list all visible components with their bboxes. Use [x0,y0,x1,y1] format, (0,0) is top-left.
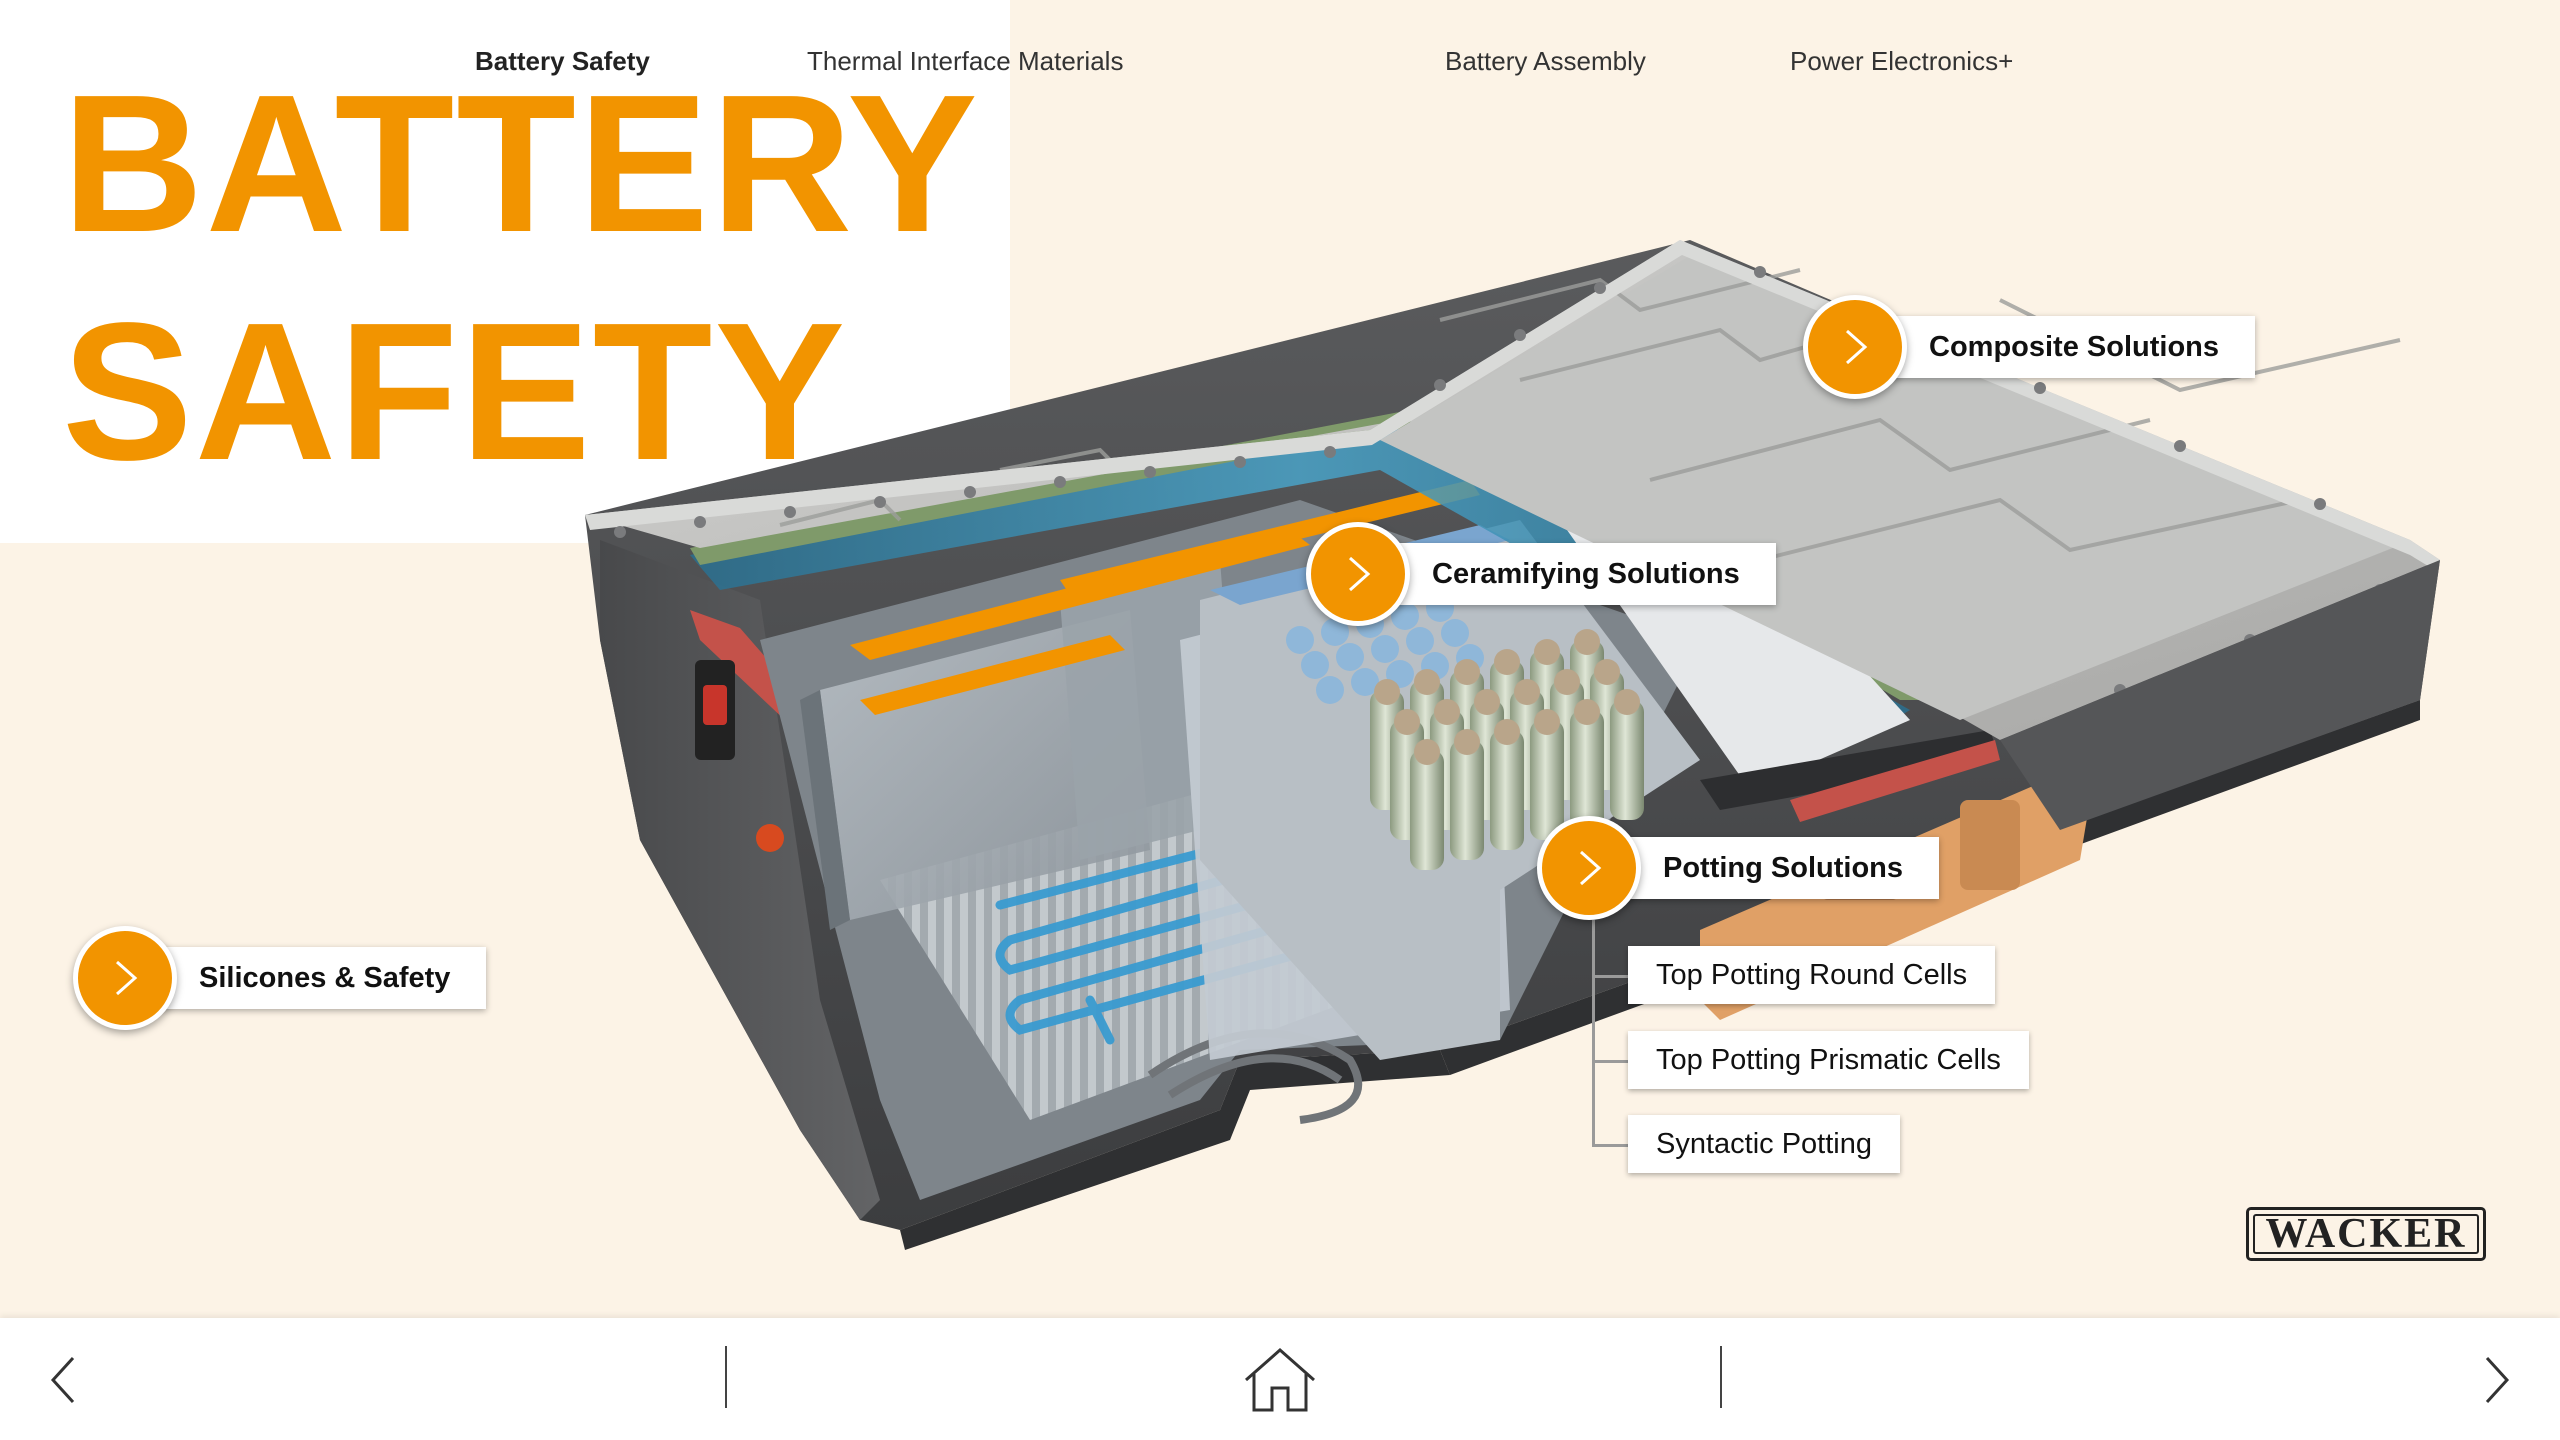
chevron-right-icon[interactable] [1306,522,1410,626]
composite-solutions-hotspot[interactable]: Composite Solutions [1803,295,2255,399]
coolant-pipes [1147,1029,1363,1124]
chevron-right-icon[interactable] [1537,816,1641,920]
title-line-2: SAFETY [62,282,848,501]
nav-prev-button[interactable] [38,1352,88,1408]
battery-pack-illustration [585,240,2440,1250]
submenu-tree-branch [1592,1144,1628,1147]
nav-battery-safety[interactable]: Battery Safety [475,46,650,76]
round-cells-block [1200,520,1700,1060]
nav-divider [725,1346,727,1408]
potting-solutions-label[interactable]: Potting Solutions [1613,837,1940,899]
nav-divider [1720,1346,1722,1408]
silicones-safety-hotspot[interactable]: Silicones & Safety [73,926,487,1030]
submenu-tree-branch [1592,975,1628,978]
chevron-right-icon[interactable] [73,926,177,1030]
bottom-navigation [0,1318,2560,1440]
submenu-tree-line [1592,920,1595,1146]
submenu-syntactic-potting[interactable]: Syntactic Potting [1628,1115,1900,1173]
page-title: BATTERY SAFETY [62,50,980,506]
title-line-1: BATTERY [62,54,980,273]
nav-battery-assembly[interactable]: Battery Assembly [1445,46,1646,76]
ceramifying-solutions-hotspot[interactable]: Ceramifying Solutions [1306,522,1776,626]
home-button[interactable] [1240,1344,1320,1416]
home-icon[interactable] [1240,1344,1320,1416]
composite-solutions-label[interactable]: Composite Solutions [1879,316,2255,378]
submenu-top-potting-round-cells[interactable]: Top Potting Round Cells [1628,946,1996,1004]
chevron-right-icon[interactable] [1803,295,1907,399]
nav-next-button[interactable] [2472,1352,2522,1408]
nav-thermal-interface-materials[interactable]: Thermal Interface Materials [807,46,1124,76]
chevron-left-icon[interactable] [45,1354,81,1406]
submenu-top-potting-prismatic-cells[interactable]: Top Potting Prismatic Cells [1628,1031,2029,1089]
nav-power-electronics[interactable]: Power Electronics+ [1790,46,2014,76]
silicones-safety-label[interactable]: Silicones & Safety [149,947,487,1009]
submenu-tree-branch [1592,1060,1628,1063]
chevron-right-icon[interactable] [2479,1354,2515,1406]
logo-text: WACKER [2265,1211,2467,1257]
logo-frame [2253,1214,2479,1254]
potting-solutions-hotspot[interactable]: Potting Solutions [1537,816,1940,920]
ceramifying-solutions-label[interactable]: Ceramifying Solutions [1382,543,1776,605]
prismatic-modules [800,480,1510,1060]
wacker-logo: WACKER [2246,1207,2486,1261]
